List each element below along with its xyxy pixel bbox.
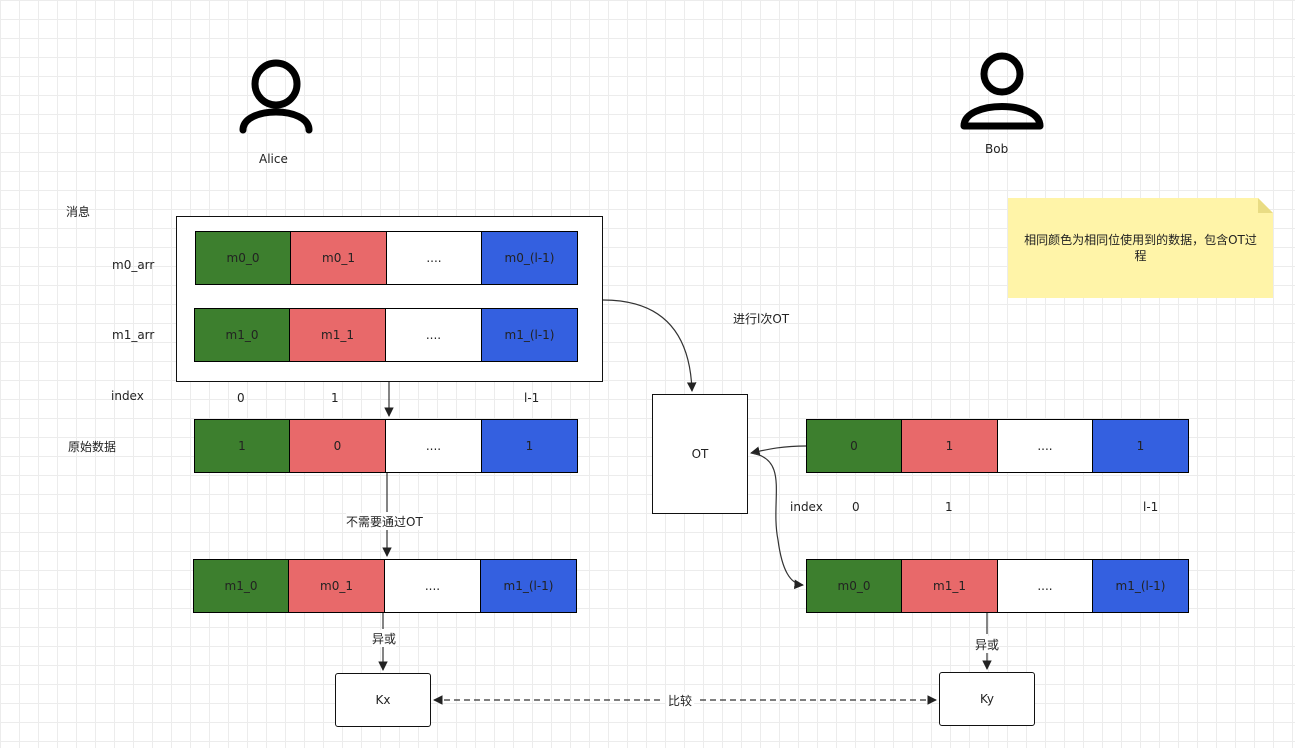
alice-result-cell: m1_0 [193, 559, 289, 613]
alice-raw-row: 1 0 .... 1 [194, 419, 578, 473]
arrow-message-to-ot [602, 299, 697, 392]
m0-arr-cell: .... [387, 231, 482, 285]
bob-result-row: m0_0 m1_1 .... m1_(l-1) [806, 559, 1189, 613]
raw-data-label: 原始数据 [68, 440, 117, 454]
kx-box: Kx [335, 673, 431, 727]
m0-arr-cell: m0_(l-1) [482, 231, 578, 285]
ot-times-label: 进行l次OT [733, 312, 790, 326]
ot-box: OT [652, 394, 748, 514]
alice-name: Alice [259, 152, 288, 166]
ky-box: Ky [939, 672, 1035, 726]
bob-choice-cell: 0 [806, 419, 902, 473]
m0-arr-row: m0_0 m0_1 .... m0_(l-1) [195, 231, 578, 285]
legend-note-text: 相同颜色为相同位使用到的数据，包含OT过程 [1024, 233, 1257, 263]
m1-arr-cell: m1_(l-1) [482, 308, 578, 362]
bob-choice-cell: .... [998, 419, 1093, 473]
raw-cell: 1 [482, 419, 578, 473]
bob-result-cell: m0_0 [806, 559, 902, 613]
raw-cell: 0 [290, 419, 386, 473]
bob-result-cell: .... [998, 559, 1093, 613]
alice-index-value: 0 [237, 391, 245, 405]
bob-result-cell: m1_(l-1) [1093, 559, 1189, 613]
alice-result-cell: m1_(l-1) [481, 559, 577, 613]
xor-right-label: 异或 [975, 636, 1000, 653]
bob-choice-cell: 1 [1093, 419, 1189, 473]
bob-index-value: l-1 [1143, 500, 1159, 514]
m1-arr-row: m1_0 m1_1 .... m1_(l-1) [194, 308, 578, 362]
xor-left-label: 异或 [372, 630, 397, 647]
arrow-choice-to-ot [750, 445, 807, 456]
ot-box-label: OT [691, 447, 709, 461]
message-label: 消息 [66, 205, 91, 219]
alice-result-row: m1_0 m0_1 .... m1_(l-1) [193, 559, 577, 613]
bob-index-label: index [790, 500, 823, 514]
bob-index-value: 1 [945, 500, 953, 514]
ky-label: Ky [979, 692, 995, 706]
bob-choice-cell: 1 [902, 419, 998, 473]
bob-name: Bob [985, 142, 1009, 156]
m1-arr-cell: m1_0 [194, 308, 290, 362]
m0-arr-cell: m0_1 [291, 231, 387, 285]
m1-arr-cell: m1_1 [290, 308, 386, 362]
alice-user-icon [239, 59, 313, 134]
bob-result-cell: m1_1 [902, 559, 998, 613]
kx-label: Kx [375, 693, 391, 707]
m1-arr-cell: .... [386, 308, 482, 362]
alice-index-value: 1 [331, 391, 339, 405]
compare-label: 比较 [666, 692, 695, 709]
no-ot-label: 不需要通过OT [346, 513, 423, 530]
raw-cell: 1 [194, 419, 290, 473]
alice-result-cell: .... [385, 559, 481, 613]
alice-index-label: index [111, 389, 144, 403]
bob-user-icon [960, 52, 1044, 130]
m0-arr-cell: m0_0 [195, 231, 291, 285]
legend-note: 相同颜色为相同位使用到的数据，包含OT过程 [1008, 198, 1273, 298]
m1-arr-label: m1_arr [112, 328, 155, 342]
alice-result-cell: m0_1 [289, 559, 385, 613]
arrow-ot-to-bob-result [751, 452, 804, 590]
bob-index-value: 0 [852, 500, 860, 514]
raw-cell: .... [386, 419, 482, 473]
m0-arr-label: m0_arr [112, 258, 155, 272]
alice-index-value: l-1 [524, 391, 540, 405]
bob-choice-row: 0 1 .... 1 [806, 419, 1189, 473]
